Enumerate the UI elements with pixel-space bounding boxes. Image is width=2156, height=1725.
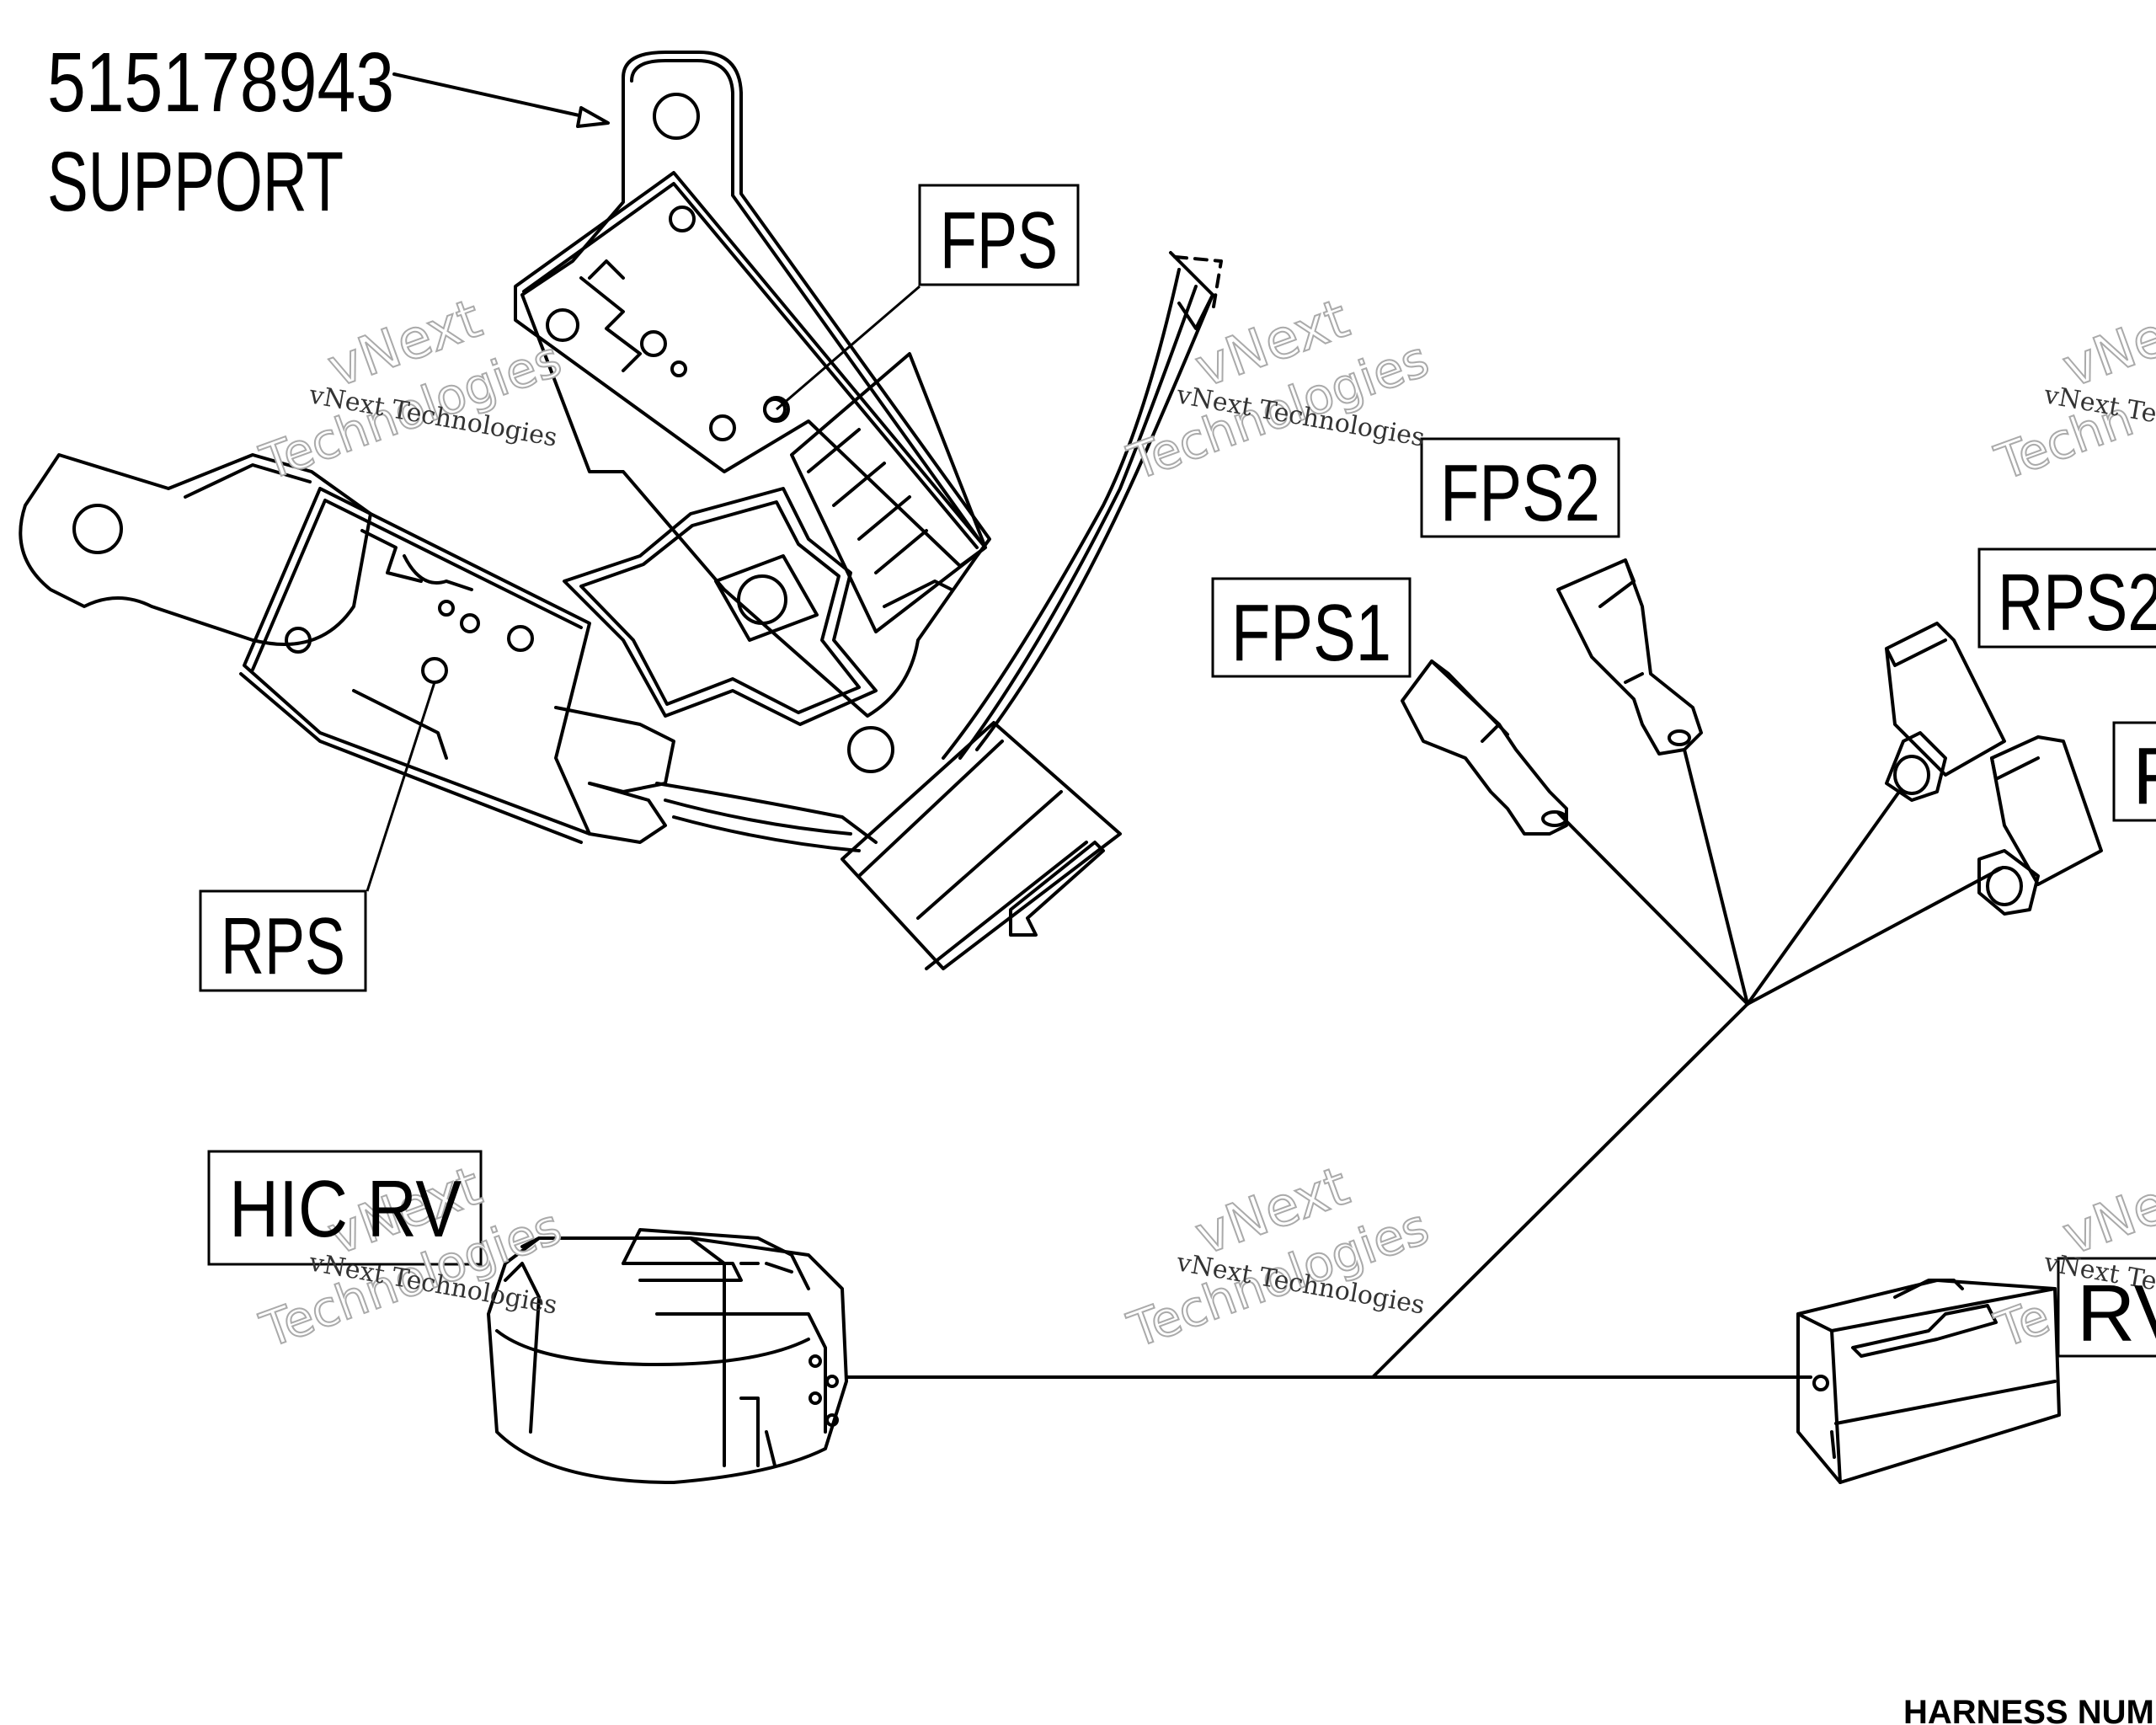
rps2-label: RPS2 — [1998, 558, 2156, 648]
fps-leader — [776, 285, 921, 411]
support-hole-top — [653, 93, 700, 140]
wire-bundle-1 — [942, 268, 1181, 760]
fps2-label-box — [1420, 437, 1620, 538]
rps-label: RPS — [221, 901, 345, 991]
fps2-terminal — [1556, 558, 1703, 756]
watermark-group-1: vNext Technologies vNext Technologies — [253, 287, 569, 493]
hic-rv-label: HIC RV — [229, 1164, 462, 1254]
rv-label-box — [2057, 1257, 2156, 1358]
harness-branch-main — [1371, 1002, 1749, 1379]
partial-right-label: F — [2132, 731, 2156, 821]
rv-label: RV — [2077, 1268, 2156, 1359]
star-square — [714, 554, 819, 642]
hic-rv-label-box — [207, 1150, 483, 1266]
support-bracket — [520, 51, 991, 718]
support-hole-bottom — [847, 726, 894, 773]
fps-switch — [514, 171, 987, 568]
fps-plunger — [763, 398, 787, 421]
branch-rps2 — [1746, 790, 1901, 1006]
fps1-label-box — [1211, 577, 1412, 678]
partial-right-label-box — [2112, 721, 2156, 822]
branch-rps-partial — [1746, 866, 2004, 1006]
watermark-group-5: vNe Techn vNext Te — [1988, 305, 2156, 493]
harness-number-label: HARNESS NUMBER : — [1903, 1694, 2156, 1725]
fps-label: FPS — [940, 195, 1058, 286]
part-number: 515178943 — [47, 35, 394, 130]
rps-plunger — [421, 657, 448, 684]
wire-end-fan — [1169, 251, 1214, 330]
rps-bracket-hole — [72, 504, 123, 554]
fps2-label: FPS2 — [1440, 448, 1600, 538]
fps1-terminal — [1401, 660, 1568, 836]
fps-connector — [790, 352, 987, 633]
hic-rv-connector — [487, 1236, 848, 1484]
rps-leader — [366, 681, 436, 892]
star-hole — [737, 574, 787, 625]
branch-fps1 — [1556, 811, 1749, 1006]
star-bracket — [563, 487, 878, 726]
part-name: SUPPORT — [47, 135, 344, 229]
rps2-terminal — [1885, 622, 2006, 777]
leader-support — [392, 72, 600, 121]
central-connector — [841, 721, 1122, 970]
rps2-label-box — [1977, 547, 2156, 649]
watermark-group-4: vNext Technologies vNext Technologies — [1120, 1155, 1437, 1360]
branch-fps2 — [1683, 748, 1749, 1006]
rps-bracket — [19, 453, 372, 646]
leader-arrow — [576, 106, 610, 128]
rps-switch — [243, 487, 591, 836]
fps-label-box — [918, 184, 1080, 286]
rps-label-box — [199, 889, 367, 992]
fps1-label: FPS1 — [1231, 588, 1391, 678]
right-terminal — [1990, 735, 2103, 886]
